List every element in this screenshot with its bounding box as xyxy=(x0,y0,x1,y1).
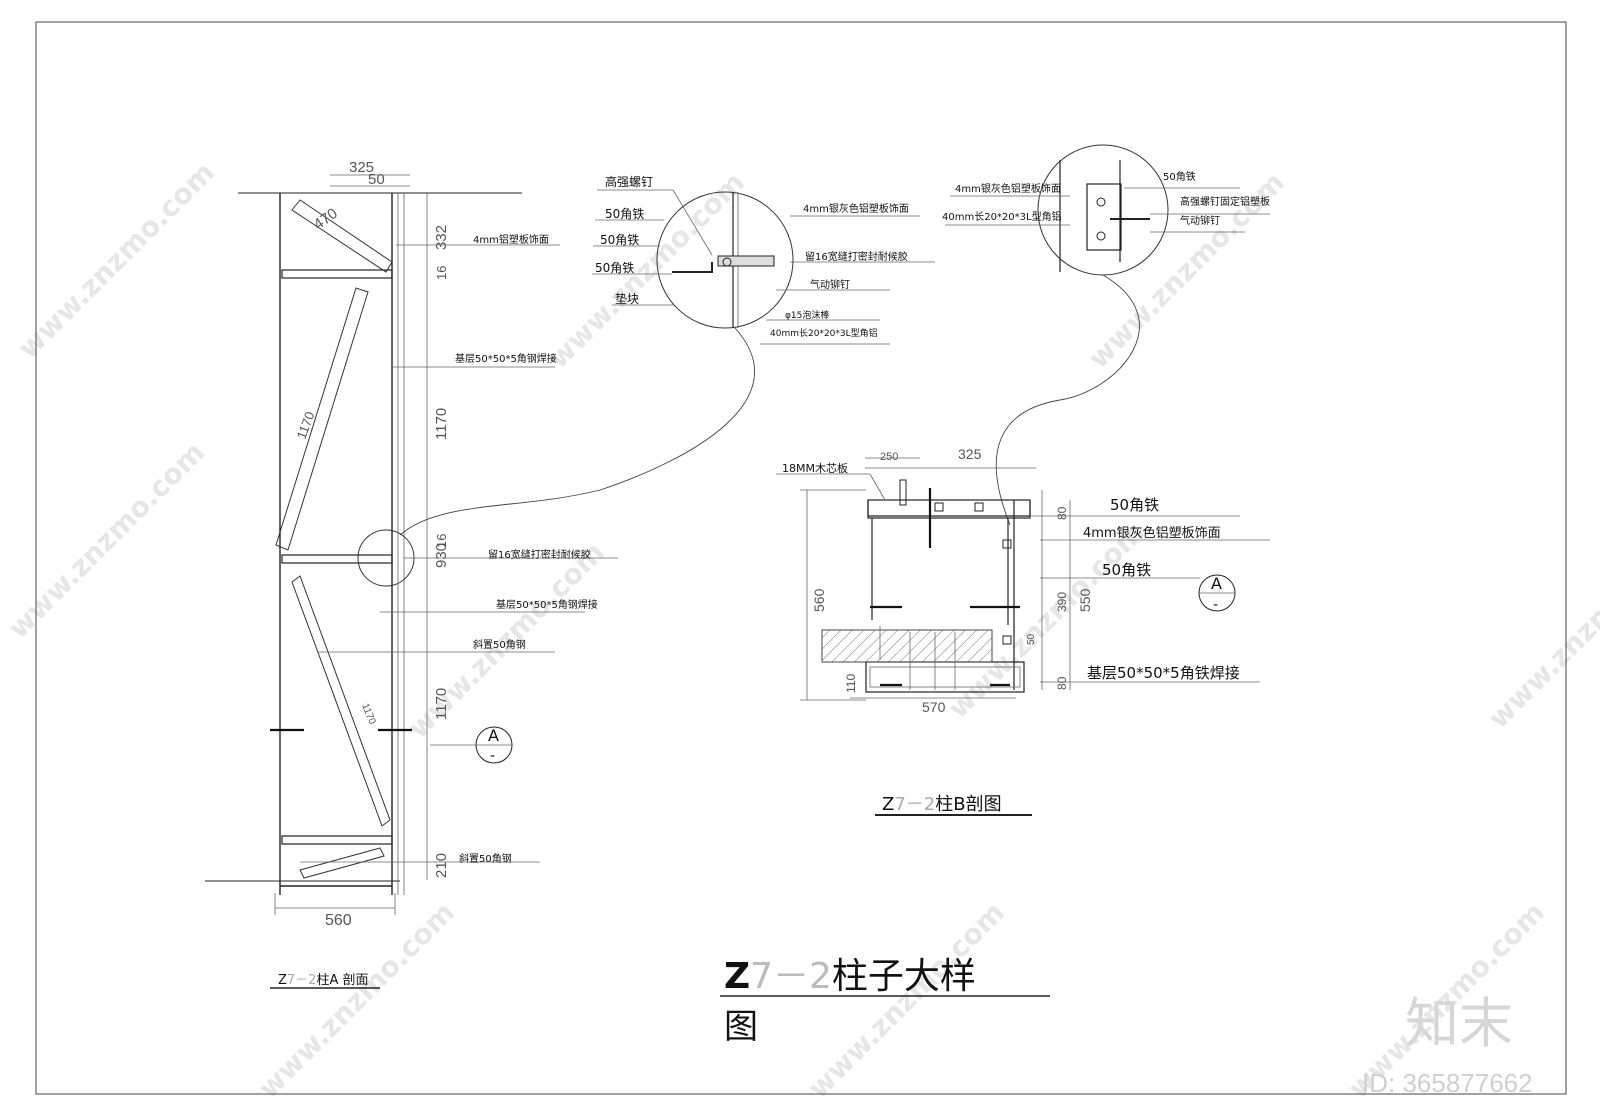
title-line-2: 图 xyxy=(724,1007,758,1047)
section-marker-a-letter: A xyxy=(488,726,499,745)
dim-b-390: 390 xyxy=(1055,592,1069,612)
dim-b-50: 50 xyxy=(1026,633,1037,645)
watermark-text: www.znzmo.com xyxy=(802,896,1011,1105)
dim-b-560: 560 xyxy=(811,588,827,612)
dim-b-570: 570 xyxy=(922,699,946,715)
label-a-diag: 斜置50角钢 xyxy=(473,638,526,651)
image-id: ID: 365877662 xyxy=(1362,1068,1533,1098)
dim-b-110: 110 xyxy=(844,674,858,693)
dim-16: 16 xyxy=(434,266,449,280)
dim-16b: 16 xyxy=(434,534,449,548)
label-b-base: 基层50*50*5角铁焊接 xyxy=(1087,664,1240,682)
label-d2-angle: 50角铁 xyxy=(1163,170,1196,183)
label-d1-gap: 留16宽缝打密封耐候胶 xyxy=(805,250,908,263)
watermark-text: www.znzmo.com xyxy=(1482,526,1600,735)
label-d1-screw: 高强螺钉 xyxy=(605,174,653,189)
label-d1-angle3: 50角铁 xyxy=(595,261,634,275)
watermark-text: www.znzmo.com xyxy=(942,516,1151,725)
watermark-text: www.znzmo.com xyxy=(252,896,461,1105)
watermark-text: www.znzmo.com xyxy=(2,436,211,645)
brand-logo: 知末 xyxy=(1405,992,1513,1055)
caption-a: Z7－2柱A 剖面 xyxy=(278,973,368,988)
dim-50: 50 xyxy=(368,171,385,188)
dim-b-325: 325 xyxy=(958,446,982,462)
dim-325: 325 xyxy=(349,159,374,176)
main-title: Z7－2柱子大样 图 xyxy=(720,956,1050,1047)
section-marker-b-letter: A xyxy=(1211,574,1222,593)
title-line-1: Z7－2柱子大样 xyxy=(724,956,976,997)
dim-560: 560 xyxy=(325,912,352,929)
label-d2-rivet: 气动铆钉 xyxy=(1180,214,1220,227)
dim-b-80: 80 xyxy=(1055,506,1069,520)
label-d2-panel: 4mm银灰色铝塑板饰面 xyxy=(955,182,1061,195)
label-d1-angle2: 50角铁 xyxy=(600,233,639,247)
dim-1170: 1170 xyxy=(433,408,450,440)
section-marker-a-sub: - xyxy=(490,748,495,764)
dim-1170-diag2: 1170 xyxy=(359,702,377,726)
watermark-text: www.znzmo.com xyxy=(12,156,221,365)
section-a: 325 50 470 332 16 1170 1170 16 930 1170 … xyxy=(205,159,618,989)
dim-1170-diag: 1170 xyxy=(294,410,318,441)
label-d1-pad: 垫块 xyxy=(615,291,639,306)
label-a-panel: 4mm铝塑板饰面 xyxy=(473,233,549,246)
section-b: 250 325 80 390 550 560 50 110 80 570 18M… xyxy=(776,446,1270,816)
dim-b-550: 550 xyxy=(1077,588,1093,612)
dim-930: 930 xyxy=(433,543,450,568)
caption-b: Z7－2柱B剖图 xyxy=(882,794,1002,815)
label-d1-angle1: 50角铁 xyxy=(605,207,644,221)
watermark-logo: 知末 ID: 365877662 xyxy=(1362,992,1533,1098)
dim-b-80b: 80 xyxy=(1055,676,1069,690)
label-d2-aluminum: 40mm长20*20*3L型角铝 xyxy=(942,210,1062,223)
dim-470: 470 xyxy=(311,205,341,233)
label-d1-aluminum: 40mm长20*20*3L型角铝 xyxy=(770,327,878,339)
label-a-diag2: 斜置50角钢 xyxy=(459,852,512,865)
dim-332: 332 xyxy=(433,225,450,250)
label-d1-rivet: 气动铆钉 xyxy=(810,278,850,291)
label-b-wood: 18MM木芯板 xyxy=(782,461,848,475)
detail-1: 高强螺钉 50角铁 50角铁 50角铁 垫块 4mm银灰色铝塑板饰面 留16宽缝… xyxy=(399,174,935,536)
label-d1-foam: φ15泡沫棒 xyxy=(785,309,829,321)
drawing-frame xyxy=(35,21,1567,1095)
dim-210: 210 xyxy=(433,853,450,878)
label-a-base: 基层50*50*5角钢焊接 xyxy=(455,352,557,365)
label-b-angle2: 50角铁 xyxy=(1102,561,1151,579)
section-marker-b-sub: - xyxy=(1213,597,1218,613)
label-b-panel: 4mm银灰色铝塑板饰面 xyxy=(1083,525,1221,541)
label-b-angle1: 50角铁 xyxy=(1110,496,1159,514)
label-d2-screw: 高强螺钉固定铝塑板 xyxy=(1180,195,1270,208)
watermark-text: www.znzmo.com xyxy=(542,166,751,375)
dim-1170b: 1170 xyxy=(433,688,450,720)
label-a-base2: 基层50*50*5角钢焊接 xyxy=(496,598,598,611)
label-d1-panel: 4mm银灰色铝塑板饰面 xyxy=(803,202,909,215)
dim-b-250: 250 xyxy=(880,451,898,463)
detail-2: 4mm银灰色铝塑板饰面 40mm长20*20*3L型角铝 50角铁 高强螺钉固定… xyxy=(942,144,1270,526)
label-a-gap: 留16宽缝打密封耐候胶 xyxy=(488,548,591,561)
